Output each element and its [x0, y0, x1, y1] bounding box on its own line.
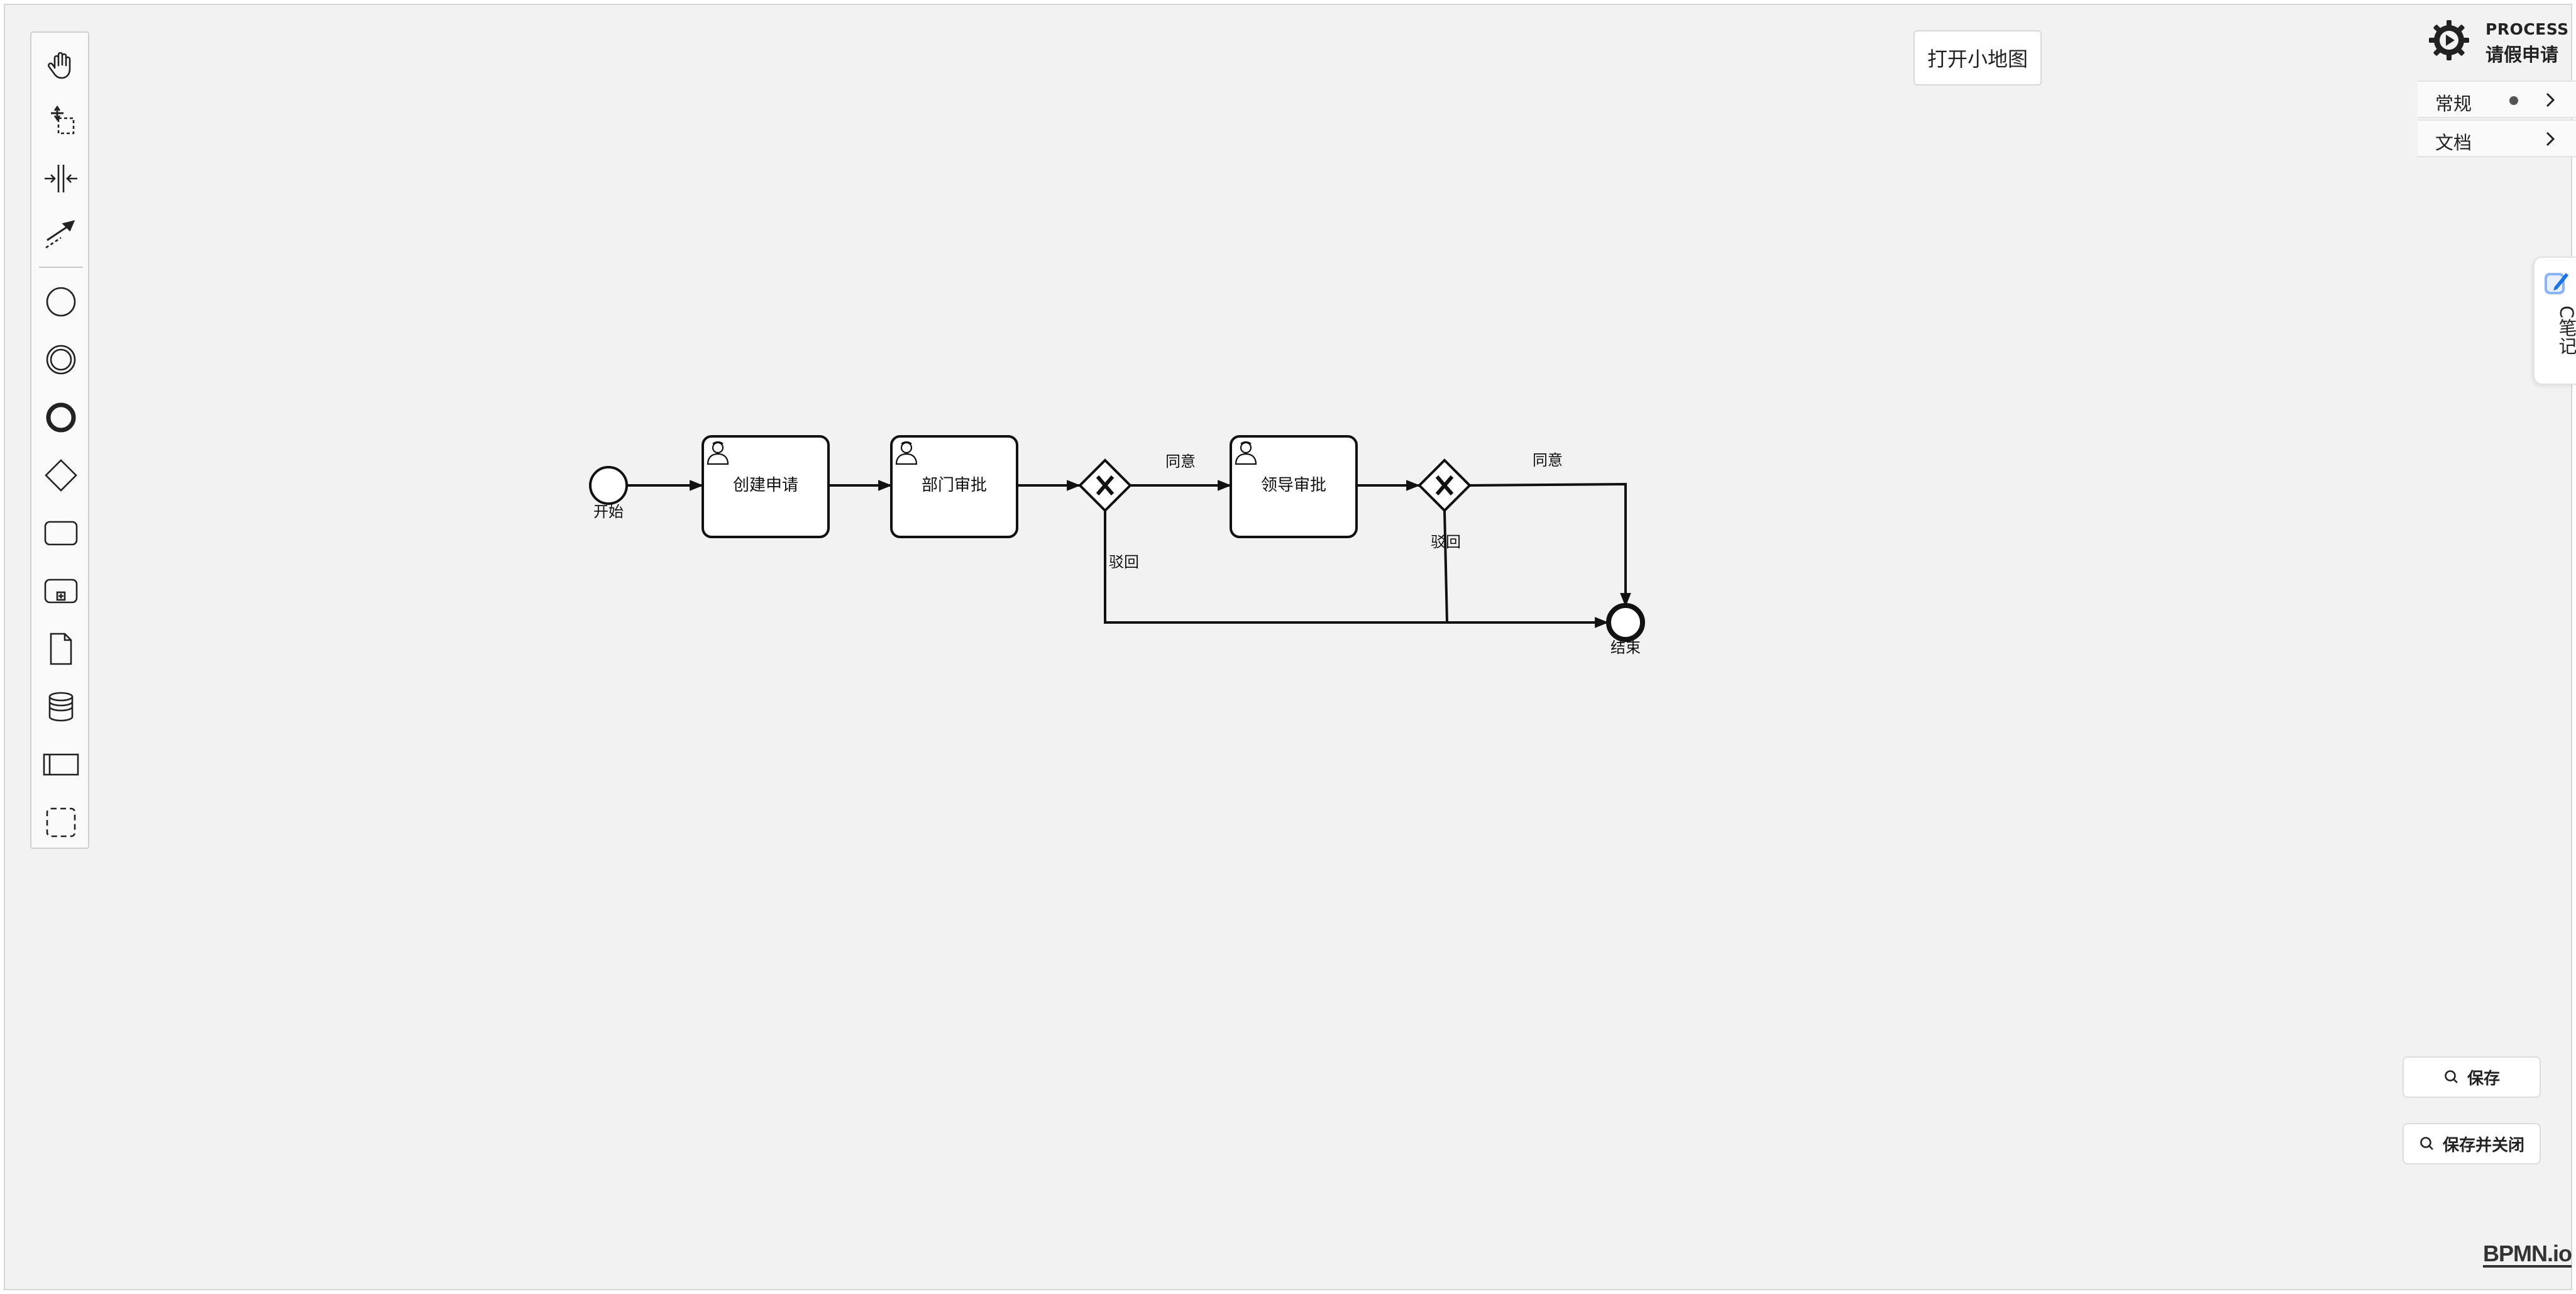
palette-separator — [39, 267, 83, 268]
task-leader-approval[interactable]: 领导审批 — [1230, 435, 1358, 538]
properties-panel-header: PROCESS 请假申请 — [2426, 14, 2571, 67]
data-marker-icon — [2509, 96, 2518, 105]
data-object-icon[interactable] — [42, 630, 80, 668]
subprocess-icon[interactable] — [42, 572, 80, 610]
end-event-icon[interactable] — [42, 399, 80, 436]
hand-tool-icon[interactable] — [42, 47, 80, 84]
bpmn-canvas[interactable] — [4, 4, 2572, 1290]
participant-icon[interactable] — [42, 746, 80, 783]
note-widget-tab[interactable]: C笔记 — [2533, 257, 2576, 385]
start-event[interactable] — [589, 466, 628, 505]
process-gear-icon — [2429, 20, 2469, 60]
task-label: 领导审批 — [1261, 476, 1326, 495]
note-widget-label: C笔记 — [2556, 306, 2576, 355]
start-event-icon[interactable] — [42, 283, 80, 321]
note-icon — [2545, 273, 2568, 294]
space-tool-icon[interactable] — [42, 160, 80, 197]
group-label: 常规 — [2435, 93, 2472, 114]
search-icon — [2420, 1137, 2433, 1150]
task-label: 部门审批 — [922, 476, 987, 495]
start-event-label: 开始 — [593, 503, 624, 521]
group-general[interactable]: 常规 — [2418, 80, 2576, 118]
chevron-right-icon — [2546, 131, 2555, 147]
flow-label-reject-2: 驳回 — [1431, 533, 1461, 551]
flow-reject-1[interactable] — [1104, 511, 1609, 628]
group-documentation[interactable]: 文档 — [2418, 119, 2576, 157]
chevron-right-icon — [2546, 92, 2555, 108]
flow-label-agree-1: 同意 — [1165, 453, 1196, 470]
tool-palette — [30, 31, 89, 849]
element-name: 请假申请 — [2485, 44, 2559, 65]
task-icon[interactable] — [42, 514, 80, 552]
flow-agree-2[interactable] — [1469, 482, 1631, 607]
global-connect-tool-icon[interactable] — [42, 216, 80, 254]
flow-label-agree-2: 同意 — [1533, 451, 1563, 469]
data-store-icon[interactable] — [42, 688, 80, 726]
gateway-icon[interactable] — [42, 456, 80, 494]
flow-label-reject-1: 驳回 — [1109, 553, 1139, 571]
group-icon[interactable] — [42, 804, 80, 841]
user-task-icon — [707, 441, 729, 465]
task-create-application[interactable]: 创建申请 — [702, 435, 830, 538]
exclusive-gateway-1[interactable] — [1078, 458, 1132, 512]
exclusive-gateway-2[interactable] — [1417, 458, 1472, 512]
bpmn-io-logo[interactable]: BPMN.io — [2483, 1241, 2572, 1268]
group-label: 文档 — [2435, 132, 2472, 153]
task-department-approval[interactable]: 部门审批 — [890, 435, 1018, 538]
element-type: PROCESS — [2485, 20, 2569, 38]
user-task-icon — [1235, 441, 1257, 465]
intermediate-event-icon[interactable] — [42, 341, 80, 379]
task-label: 创建申请 — [733, 476, 798, 495]
open-minimap-button[interactable]: 打开小地图 — [1913, 30, 2042, 86]
search-icon — [2445, 1070, 2458, 1083]
user-task-icon — [895, 441, 918, 465]
save-and-close-label: 保存并关闭 — [2442, 1136, 2524, 1155]
lasso-tool-icon[interactable] — [42, 103, 80, 141]
end-event-label: 结束 — [1610, 639, 1641, 656]
save-button-label: 保存 — [2467, 1069, 2500, 1088]
save-button[interactable]: 保存 — [2403, 1056, 2541, 1098]
flow-reject-2[interactable] — [1443, 510, 1448, 623]
save-and-close-button[interactable]: 保存并关闭 — [2403, 1123, 2541, 1164]
end-event[interactable] — [1606, 603, 1645, 642]
